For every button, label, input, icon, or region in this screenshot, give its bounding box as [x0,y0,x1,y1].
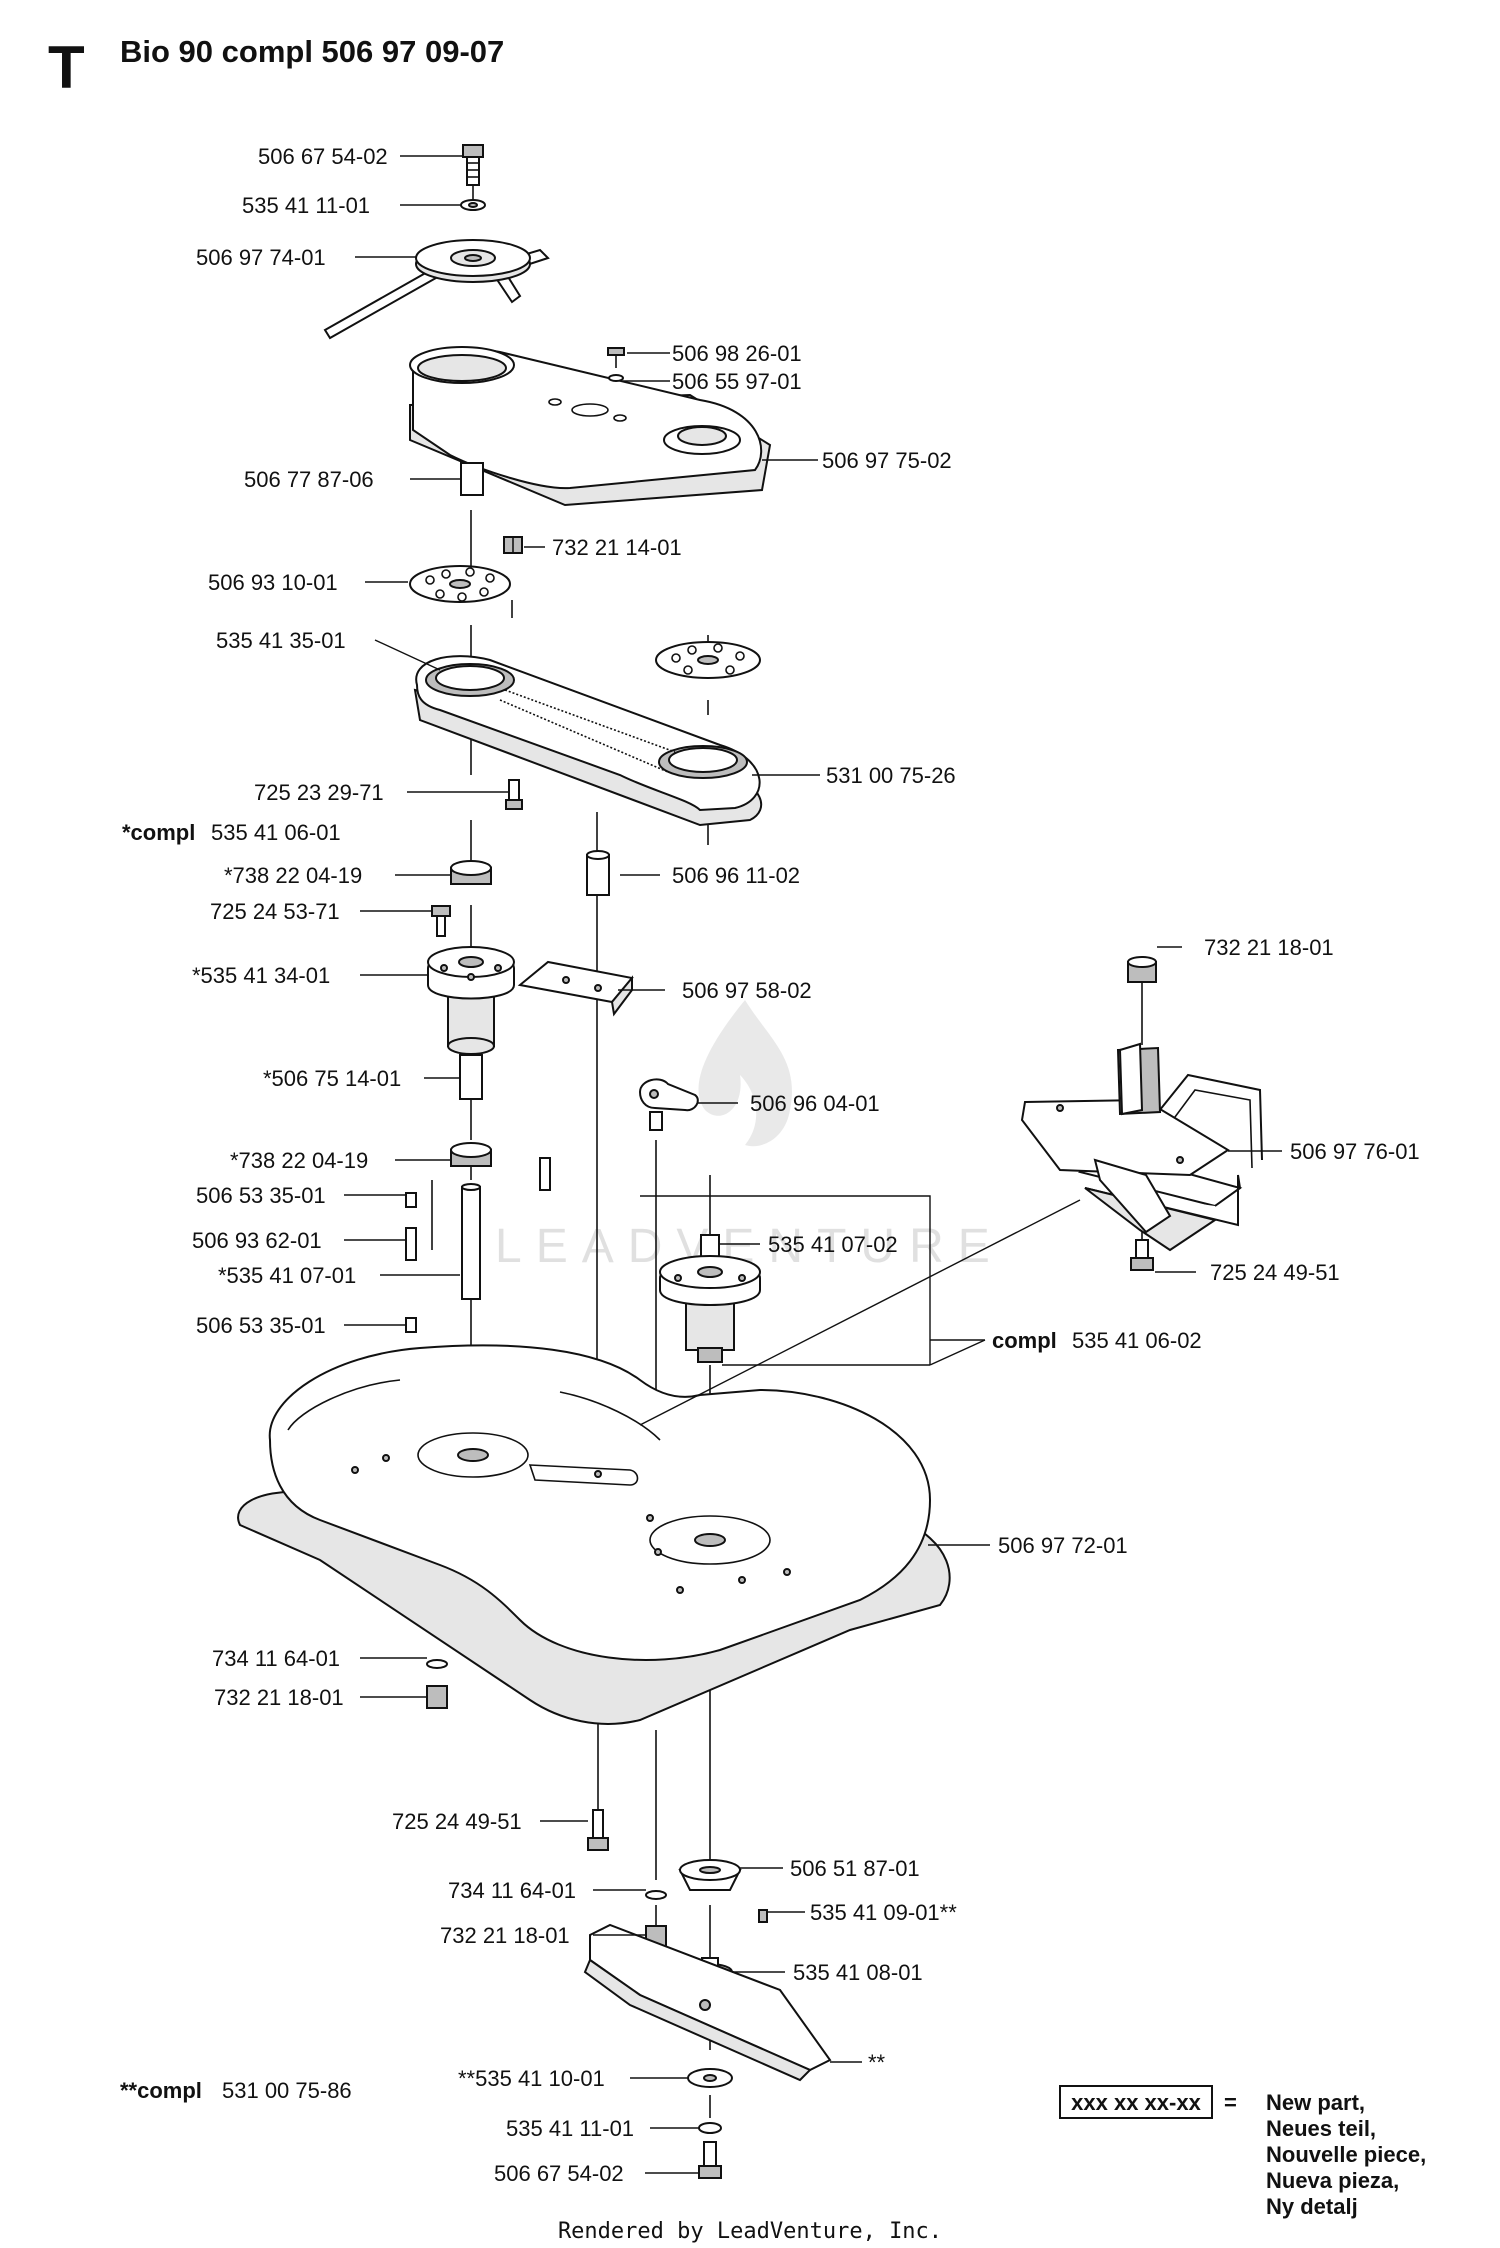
legend-equals: = [1224,2090,1237,2115]
label-506-53-35-01-a: 506 53 35-01 [196,1183,326,1208]
belt-housing [413,655,763,827]
label-531-00-75-26: 531 00 75-26 [826,763,956,788]
label-506-67-54-02-bottom: 506 67 54-02 [494,2161,624,2186]
bracket-bolt [1130,1239,1154,1271]
bottom-bolt [698,2141,722,2179]
label-506-97-72-01: 506 97 72-01 [998,1533,1128,1558]
label-506-53-35-01-b: 506 53 35-01 [196,1313,326,1338]
spindle-housing-left [427,946,515,1055]
footer-credit: Rendered by LeadVenture, Inc. [558,2219,942,2244]
centre-spacer [586,850,610,896]
small-screw-left [431,905,451,937]
label-506-75-14-01: *506 75 14-01 [263,1066,401,1091]
bushing-upper [450,860,492,885]
label-535-41-07-01: *535 41 07-01 [218,1263,356,1288]
label-725-24-49-51-right: 725 24 49-51 [1210,1260,1340,1285]
deck-bolt [587,1809,609,1851]
sprocket-plate-right [655,641,761,679]
bottom-washer [698,2122,722,2134]
label-506-55-97-01: 506 55 97-01 [672,369,802,394]
deck-washer [426,1659,448,1669]
right-bracket [1020,1042,1263,1252]
label-725-24-49-51-bottom: 725 24 49-51 [392,1809,522,1834]
label-535-41-35-01: 535 41 35-01 [216,628,346,653]
bushing-lower [450,1142,492,1167]
part-labels: 506 67 54-02 535 41 11-01 506 97 74-01 5… [120,144,1420,2186]
label-535-41-34-01: *535 41 34-01 [192,963,330,988]
label-734-11-64-01-b: 734 11 64-01 [448,1878,576,1903]
sprocket-plate-left [409,565,511,603]
shaft-pins [405,1157,551,1333]
compl-value-1: 535 41 06-01 [211,820,341,845]
label-535-41-08-01: 535 41 08-01 [793,1960,923,1985]
plate-bracket [517,960,634,1017]
label-535-41-11-01-top: 535 41 11-01 [242,193,370,218]
legend-line-4: Nueva pieza, [1266,2168,1399,2193]
label-738-22-04-19-b: *738 22 04-19 [230,1148,368,1173]
label-734-11-64-01-a: 734 11 64-01 [212,1646,340,1671]
label-506-67-54-02-top: 506 67 54-02 [258,144,388,169]
spacer-tube [460,462,484,496]
spacer-sleeve [459,1054,483,1100]
label-738-22-04-19-a: *738 22 04-19 [224,863,362,888]
pin-b [758,1909,768,1923]
label-535-41-07-02: 535 41 07-02 [768,1232,898,1257]
label-535-41-09-01: 535 41 09-01** [810,1900,957,1925]
bracket-nut [1127,956,1157,983]
top-washer [460,199,486,211]
label-506-51-87-01: 506 51 87-01 [790,1856,920,1881]
left-shaft [461,1183,481,1300]
label-506-97-75-02: 506 97 75-02 [822,448,952,473]
compl-prefix-1: *compl [122,820,195,845]
label-535-41-11-01-bottom: 535 41 11-01 [506,2116,634,2141]
upper-cover [409,346,772,507]
washer-small-b [645,1890,667,1900]
label-506-93-62-01: 506 93 62-01 [192,1228,322,1253]
legend-code-box [1059,2085,1213,2119]
label-732-21-14-01: 732 21 14-01 [552,535,682,560]
label-506-77-87-06: 506 77 87-06 [244,467,374,492]
label-725-24-53-71: 725 24 53-71 [210,899,340,924]
label-506-97-76-01: 506 97 76-01 [1290,1139,1420,1164]
compl-prefix-2: compl [992,1328,1057,1353]
label-blade-marker: ** [868,2050,886,2075]
legend-line-3: Nouvelle piece, [1266,2142,1426,2167]
blade-washer-cup [678,1859,742,1891]
small-nut [503,536,523,554]
compl-value-2: 535 41 06-02 [1072,1328,1202,1353]
watermark: LEADVENTURE [495,1000,990,1273]
cover-screw [607,347,625,382]
label-506-97-58-02: 506 97 58-02 [682,978,812,1003]
mower-deck [237,1344,951,1725]
label-732-21-18-01-a: 732 21 18-01 [214,1685,344,1710]
diagram-title: Bio 90 compl 506 97 09-07 [120,34,504,69]
label-506-97-74-01: 506 97 74-01 [196,245,326,270]
section-letter: T [48,34,85,101]
legend-line-2: Neues teil, [1266,2116,1376,2141]
deck-nut [426,1685,448,1709]
label-732-21-18-01-right: 732 21 18-01 [1204,935,1334,960]
lever-part [638,1078,699,1131]
leader-lines [344,155,1282,2174]
label-506-96-04-01: 506 96 04-01 [750,1091,880,1116]
label-725-23-29-71: 725 23 29-71 [254,780,384,805]
label-506-96-11-02: 506 96 11-02 [672,863,800,888]
spindle-housing-right [659,1234,761,1363]
housing-bolt [505,779,523,810]
compl-value-3: 531 00 75-86 [222,2078,352,2103]
compl-prefix-3: **compl [120,2078,202,2103]
pulley-with-belt [323,239,550,340]
blade-washer [687,2068,733,2088]
label-732-21-18-01-b: 732 21 18-01 [440,1923,570,1948]
legend-code: xxx xx xx-xx [1071,2090,1201,2115]
legend-line-5: Ny detalj [1266,2194,1358,2219]
mower-blade [583,1923,832,2082]
legend-line-1: New part, [1266,2090,1365,2115]
legend: xxx xx xx-xx = New part, Neues teil, Nou… [1059,2085,1426,2219]
label-506-93-10-01: 506 93 10-01 [208,570,338,595]
top-bolt [462,144,484,186]
label-535-41-10-01: **535 41 10-01 [458,2066,605,2091]
label-506-98-26-01: 506 98 26-01 [672,341,802,366]
